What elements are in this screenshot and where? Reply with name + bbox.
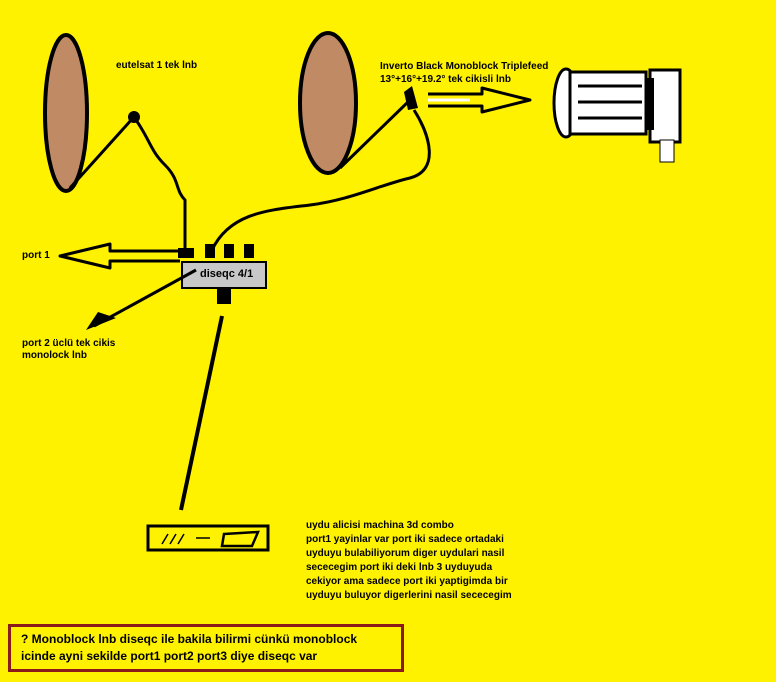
receiver-note-line: uydu alicisi machina 3d combo bbox=[306, 520, 454, 531]
question-line: icinde ayni sekilde port1 port2 port3 di… bbox=[21, 649, 318, 663]
question-box: ? Monoblock lnb diseqc ile bakila bilirm… bbox=[8, 624, 404, 672]
diseqc-connectors bbox=[178, 244, 254, 304]
receiver-note-line: uyduyu bulabiliyorum diger uydulari nasi… bbox=[306, 548, 505, 559]
receiver-note-line: uyduyu buluyor digerlerini nasil sececeg… bbox=[306, 590, 512, 601]
inverto-dish bbox=[298, 31, 358, 175]
receiver-icon bbox=[146, 524, 270, 552]
eutelsat-label: eutelsat 1 tek lnb bbox=[116, 60, 198, 71]
port1-label: port 1 bbox=[22, 250, 50, 261]
question-line: ? Monoblock lnb diseqc ile bakila bilirm… bbox=[21, 632, 358, 646]
diseqc-label: diseqc 4/1 bbox=[200, 268, 254, 280]
eutelsat-dish bbox=[43, 33, 89, 193]
inverto-label-line1: Inverto Black Monoblock Triplefeed bbox=[380, 61, 549, 72]
inverto-lnb-icon bbox=[404, 86, 418, 110]
inverto-lnb-arm bbox=[338, 98, 412, 170]
cable-inverto bbox=[210, 109, 431, 251]
port1-arrow-icon bbox=[58, 242, 180, 270]
inverto-arrow-icon bbox=[428, 86, 532, 114]
monoblock-lnb-icon bbox=[552, 67, 682, 163]
receiver-note-line: cekiyor ama sadece port iki yaptigimda b… bbox=[306, 576, 508, 587]
receiver-note: uydu alicisi machina 3d combo port1 yayi… bbox=[306, 519, 512, 603]
eutelsat-lnb-arm bbox=[68, 116, 135, 190]
receiver-note-line: sececegim port iki deki lnb 3 uyduyuda bbox=[306, 562, 493, 573]
port2-label-line2: monolock lnb bbox=[22, 350, 87, 361]
receiver-note-line: port1 yayinlar var port iki sadece ortad… bbox=[306, 534, 504, 545]
port2-arrow-icon bbox=[86, 312, 116, 330]
port2-label-line1: port 2 üclü tek cikis bbox=[22, 338, 116, 349]
cable-receiver bbox=[179, 315, 224, 511]
inverto-label-line2: 13°+16°+19.2° tek cikisli lnb bbox=[380, 74, 511, 85]
diseqc-switch bbox=[181, 261, 267, 289]
cable-eutelsat bbox=[134, 119, 187, 252]
